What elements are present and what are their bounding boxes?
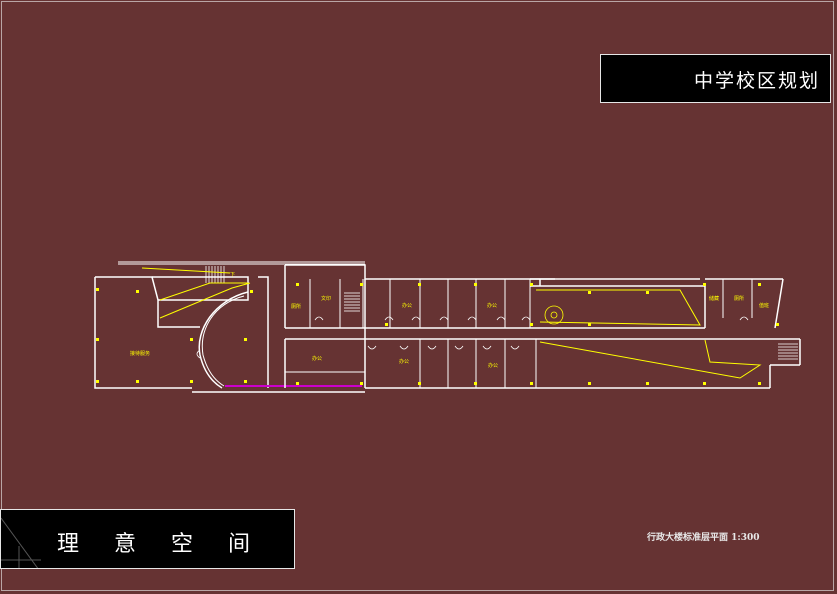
title-block: 中学校区规划	[600, 54, 831, 103]
room-label-office-4: 办公	[399, 358, 409, 365]
room-label-b: 文印	[321, 295, 331, 302]
room-label-storage: 储藏	[709, 295, 719, 302]
curved-lobby-wall-inner	[201, 295, 245, 387]
main-block-walls	[284, 264, 801, 389]
stair-center	[344, 292, 360, 312]
studio-name: 理 意 空 间	[57, 532, 264, 557]
door-swings	[196, 316, 749, 359]
column-markers	[96, 283, 779, 385]
room-label-lobby: 接待服务	[130, 350, 150, 357]
drawing-caption: 行政大楼标准层平面 1:300	[647, 533, 760, 543]
room-label-office-5: 办公	[488, 362, 498, 369]
room-label-toilet: 厕所	[734, 295, 744, 302]
south-partitions	[285, 339, 537, 388]
room-label-duty: 值班	[759, 302, 769, 309]
room-label-office-2: 办公	[487, 302, 497, 309]
studio-title-block: 理 意 空 间	[0, 509, 295, 569]
stair-direction-label: 下	[230, 272, 235, 278]
annotation-lines	[141, 267, 762, 379]
stair-east	[778, 343, 798, 360]
room-label-office-1: 办公	[402, 302, 412, 309]
room-label-office-3: 办公	[312, 355, 322, 362]
stair-west	[205, 266, 225, 283]
room-label-a: 厕所	[291, 303, 301, 310]
logo-corner-mark	[1, 517, 41, 568]
curved-lobby-wall	[198, 291, 249, 389]
spiral-stair	[544, 305, 564, 325]
west-block-walls	[94, 276, 365, 393]
drawing-title: 中学校区规划	[693, 70, 820, 92]
